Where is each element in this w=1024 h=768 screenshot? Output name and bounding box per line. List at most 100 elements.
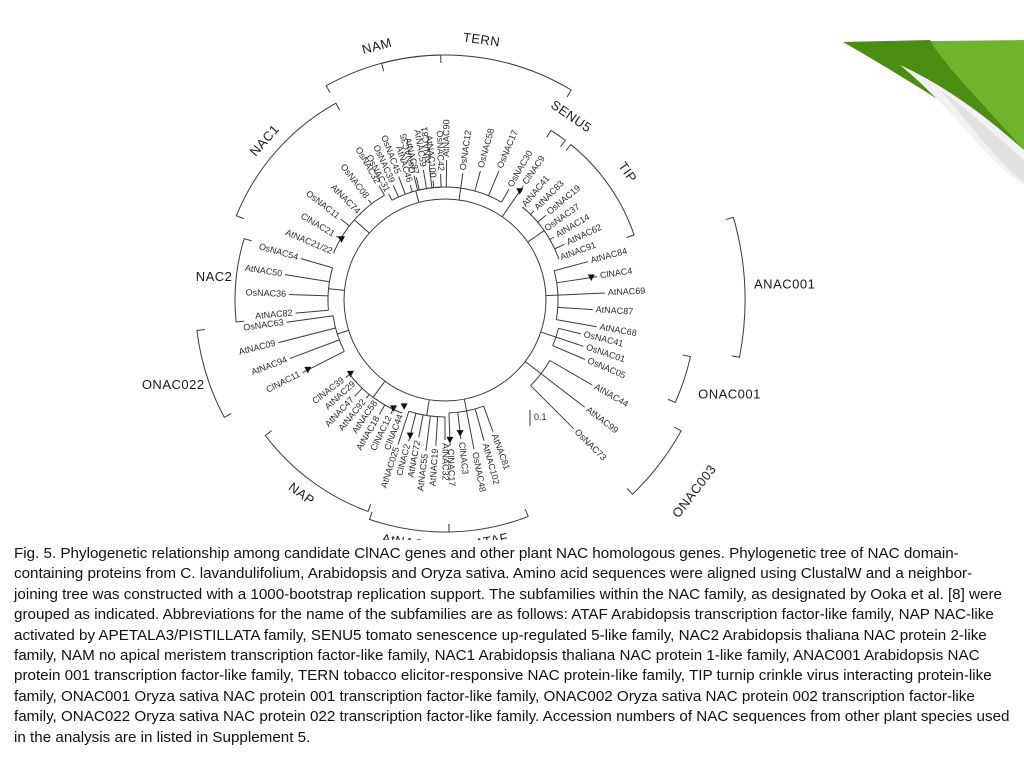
branch-atnac50 bbox=[284, 274, 330, 283]
leaf-label-atnac09: AtNAC09 bbox=[238, 338, 277, 357]
branch-nac2 bbox=[328, 288, 345, 291]
leaf-label-osnac17: OsNAC17 bbox=[495, 128, 520, 169]
branch-atnac47 bbox=[354, 387, 363, 397]
branch-osnac32 bbox=[378, 185, 385, 196]
leaf-label-osnac54: OsNAC54 bbox=[258, 241, 300, 262]
node-arc-nam bbox=[391, 186, 442, 201]
bracket-tip bbox=[565, 143, 635, 238]
bracket-onac001 bbox=[667, 354, 692, 404]
bracket-onac003 bbox=[626, 426, 682, 495]
subfamily-label-nam: NAM bbox=[360, 35, 393, 57]
bracket-nam bbox=[325, 54, 442, 93]
subfamily-label-atnac3: AtNAC3 bbox=[381, 531, 433, 540]
branch-atnac99 bbox=[540, 373, 585, 408]
branch-atnac025 bbox=[397, 411, 410, 445]
branch-atnac68 bbox=[556, 319, 597, 328]
marker-triangle-icon bbox=[400, 403, 408, 410]
subfamily-label-nac2: NAC2 bbox=[196, 269, 233, 284]
marker-triangle-icon bbox=[456, 430, 464, 437]
branch-atnac87 bbox=[557, 306, 593, 311]
leaf-label-osnac36: OsNAC36 bbox=[245, 287, 286, 298]
branch-clnac39 bbox=[345, 374, 350, 378]
marker-triangle-icon bbox=[406, 432, 414, 440]
branch-atnac58 bbox=[376, 398, 378, 401]
branch-osnac54 bbox=[300, 258, 333, 269]
leaf-label-atnac87: AtNAC87 bbox=[595, 304, 633, 316]
node-arc-nac2 bbox=[327, 267, 334, 311]
leaf-label-atnac69: AtNAC69 bbox=[608, 286, 646, 298]
subfamily-label-tern: TERN bbox=[462, 29, 501, 49]
subfamily-label-onac022: ONAC022 bbox=[142, 377, 205, 392]
branch-atnac29 bbox=[355, 380, 357, 383]
branch-onac003 bbox=[524, 361, 542, 375]
bracket-nac2 bbox=[234, 237, 252, 323]
branch-osnac31 bbox=[388, 193, 393, 201]
branch-atnac81 bbox=[483, 406, 494, 432]
branch-osnac41 bbox=[558, 327, 581, 335]
marker-triangle-icon bbox=[346, 370, 354, 378]
branch-nap bbox=[372, 380, 386, 398]
node-arc-nap bbox=[349, 374, 402, 414]
branch-atnac83 bbox=[530, 210, 535, 215]
leaf-label-atnac90: AtNAC90 bbox=[441, 119, 451, 157]
branch-osnac11 bbox=[340, 218, 350, 227]
branch-atnac102 bbox=[474, 408, 485, 441]
leaf-label-atnac19: AtNAC19 bbox=[428, 448, 440, 486]
branch-osnac17 bbox=[488, 170, 500, 196]
leaf-label-osnac73: OsNAC73 bbox=[573, 427, 609, 463]
leaf-label-clnac17: ClNAC17 bbox=[446, 449, 457, 487]
branch-onac022 bbox=[337, 329, 349, 335]
branch-atnac19 bbox=[435, 416, 439, 446]
branch-osnac05 bbox=[552, 345, 586, 360]
branch-atnac18 bbox=[378, 404, 386, 415]
leaf-label-clnac4: ClNAC4 bbox=[599, 266, 633, 281]
branch-atnac62 bbox=[554, 243, 565, 250]
branch-osnac58 bbox=[474, 170, 481, 192]
scale-bar-label: 0.1 bbox=[534, 412, 547, 422]
branch-atnac100 bbox=[432, 180, 435, 188]
leaf-label-atnac32: AtNAC32 bbox=[441, 443, 451, 481]
branch-osnac45 bbox=[398, 176, 406, 195]
branch-osnac48 bbox=[466, 410, 475, 450]
subfamily-label-anac001: ANAC001 bbox=[754, 277, 815, 292]
branch-osnac35 bbox=[413, 175, 419, 191]
node-arc-nac1 bbox=[333, 194, 385, 253]
marker-triangle-icon bbox=[446, 436, 454, 444]
branch-ataf bbox=[463, 399, 468, 412]
subfamily-label-nac1: NAC1 bbox=[247, 122, 283, 159]
branch-senu5 bbox=[501, 203, 512, 218]
marker-triangle-icon bbox=[516, 188, 524, 195]
node-arc-ataf bbox=[448, 405, 484, 414]
subfamily-brackets bbox=[196, 54, 746, 533]
bracket-tern bbox=[380, 54, 572, 98]
branch-atnac74 bbox=[359, 213, 361, 216]
branch-atnac46 bbox=[409, 185, 413, 193]
branch-nac1 bbox=[354, 219, 370, 234]
leaf-label-atnac99: AtNAC99 bbox=[584, 405, 620, 436]
subfamily-label-nap: NAP bbox=[286, 479, 318, 508]
leaf-label-atnac55: AtNAC55 bbox=[415, 453, 430, 491]
subfamily-label-ataf: ATAF bbox=[474, 530, 510, 540]
branch-atnac41 bbox=[521, 206, 524, 209]
node-arc-atnac3 bbox=[408, 410, 446, 418]
marker-triangle-icon bbox=[304, 366, 312, 374]
branch-atnac84 bbox=[554, 261, 589, 272]
leaf-label-osnac42: OsNAC42 bbox=[435, 130, 446, 171]
branch-osnac36 bbox=[289, 294, 329, 297]
branch-atnac82 bbox=[295, 309, 329, 314]
branch-atnac87 bbox=[415, 177, 420, 191]
branch-atnac94 bbox=[289, 339, 340, 360]
branch-tern bbox=[458, 188, 462, 201]
branch-atnac59 bbox=[422, 169, 427, 189]
bracket-senu5 bbox=[546, 129, 567, 147]
leaf-label-clnac3: ClNAC3 bbox=[457, 441, 471, 474]
bracket-anac001 bbox=[725, 216, 746, 358]
bracket-nac1 bbox=[235, 102, 341, 220]
leaf-label-atnac82: AtNAC82 bbox=[255, 308, 293, 321]
node-arc-onac001 bbox=[552, 328, 560, 346]
branch-atnac81 bbox=[428, 166, 433, 188]
leaf-label-clnac11: ClNAC11 bbox=[264, 369, 301, 395]
leaf-label-osnac58: OsNAC58 bbox=[476, 127, 496, 169]
